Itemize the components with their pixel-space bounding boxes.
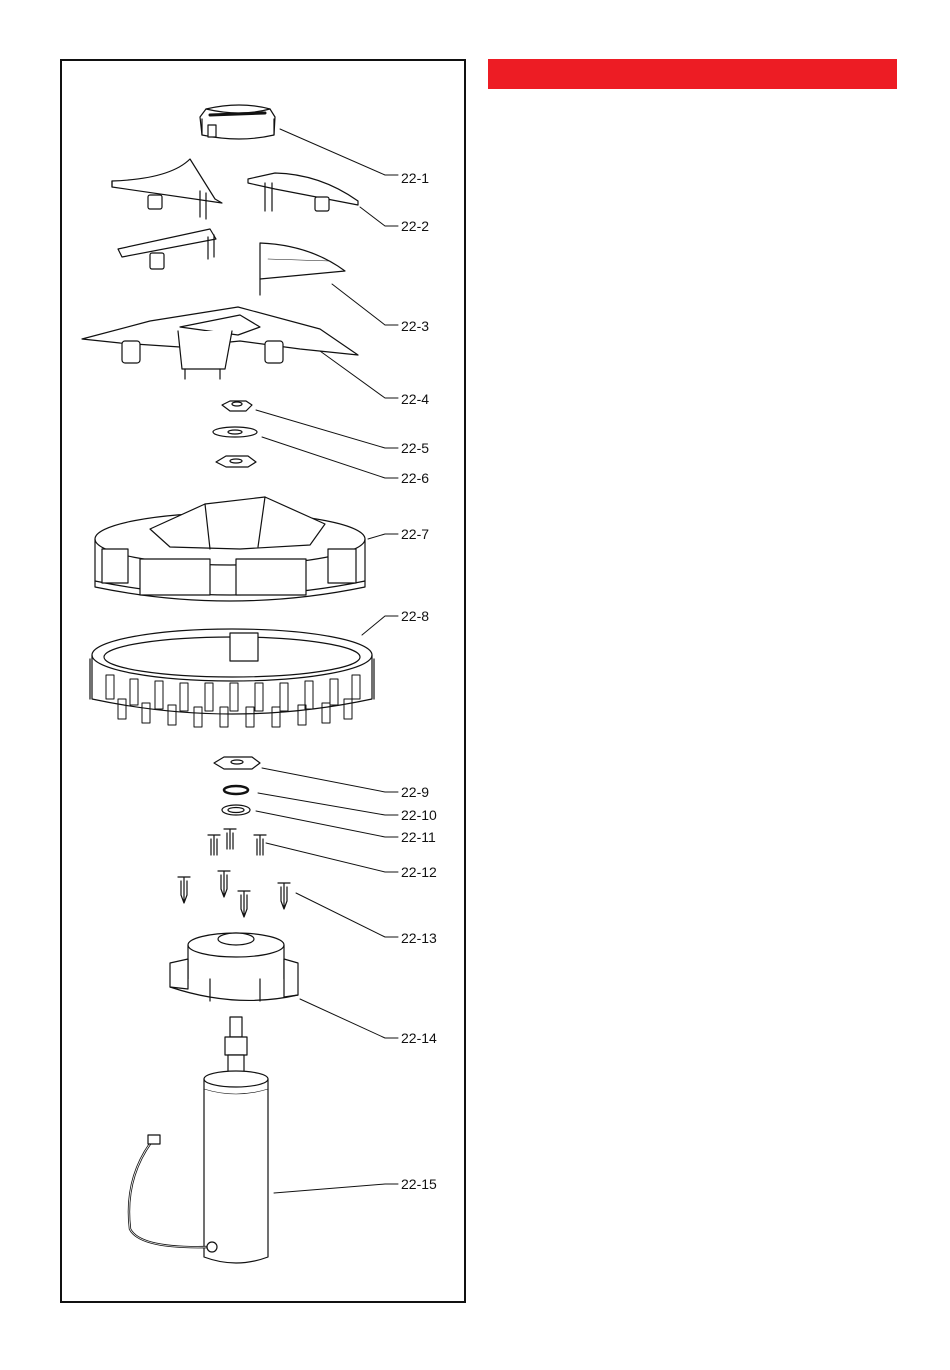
callout-22-5: 22-5 <box>401 440 429 456</box>
part-22-3-shields <box>118 229 345 295</box>
part-22-4-deflector <box>82 307 358 379</box>
part-22-9-nut <box>214 757 260 769</box>
part-22-8-gear-ring <box>90 629 374 727</box>
callout-22-13: 22-13 <box>401 930 437 946</box>
callout-22-6: 22-6 <box>401 470 429 486</box>
callout-22-4: 22-4 <box>401 391 429 407</box>
exploded-parts-diagram <box>60 59 466 1303</box>
callout-22-3: 22-3 <box>401 318 429 334</box>
callout-22-15: 22-15 <box>401 1176 437 1192</box>
part-22-2-fins <box>112 159 358 219</box>
callout-22-2: 22-2 <box>401 218 429 234</box>
part-22-5-nut <box>222 401 252 411</box>
callout-22-14: 22-14 <box>401 1030 437 1046</box>
part-22-11-washer <box>222 805 250 815</box>
part-22-7-upper-housing <box>95 497 365 601</box>
callout-22-10: 22-10 <box>401 807 437 823</box>
callout-22-12: 22-12 <box>401 864 437 880</box>
callout-22-8: 22-8 <box>401 608 429 624</box>
part-22-15-motor <box>129 1017 268 1263</box>
part-22-12-screws <box>208 829 266 855</box>
part-22-6-washers <box>213 427 257 467</box>
callout-22-1: 22-1 <box>401 170 429 186</box>
part-22-14-motor-mount <box>170 933 298 1001</box>
part-22-1-cap <box>200 105 275 139</box>
callout-22-11: 22-11 <box>401 829 436 845</box>
header-bar <box>488 59 897 89</box>
callout-22-9: 22-9 <box>401 784 429 800</box>
part-22-13-screws <box>178 871 290 917</box>
part-22-10-washer <box>224 786 248 794</box>
callout-22-7: 22-7 <box>401 526 429 542</box>
